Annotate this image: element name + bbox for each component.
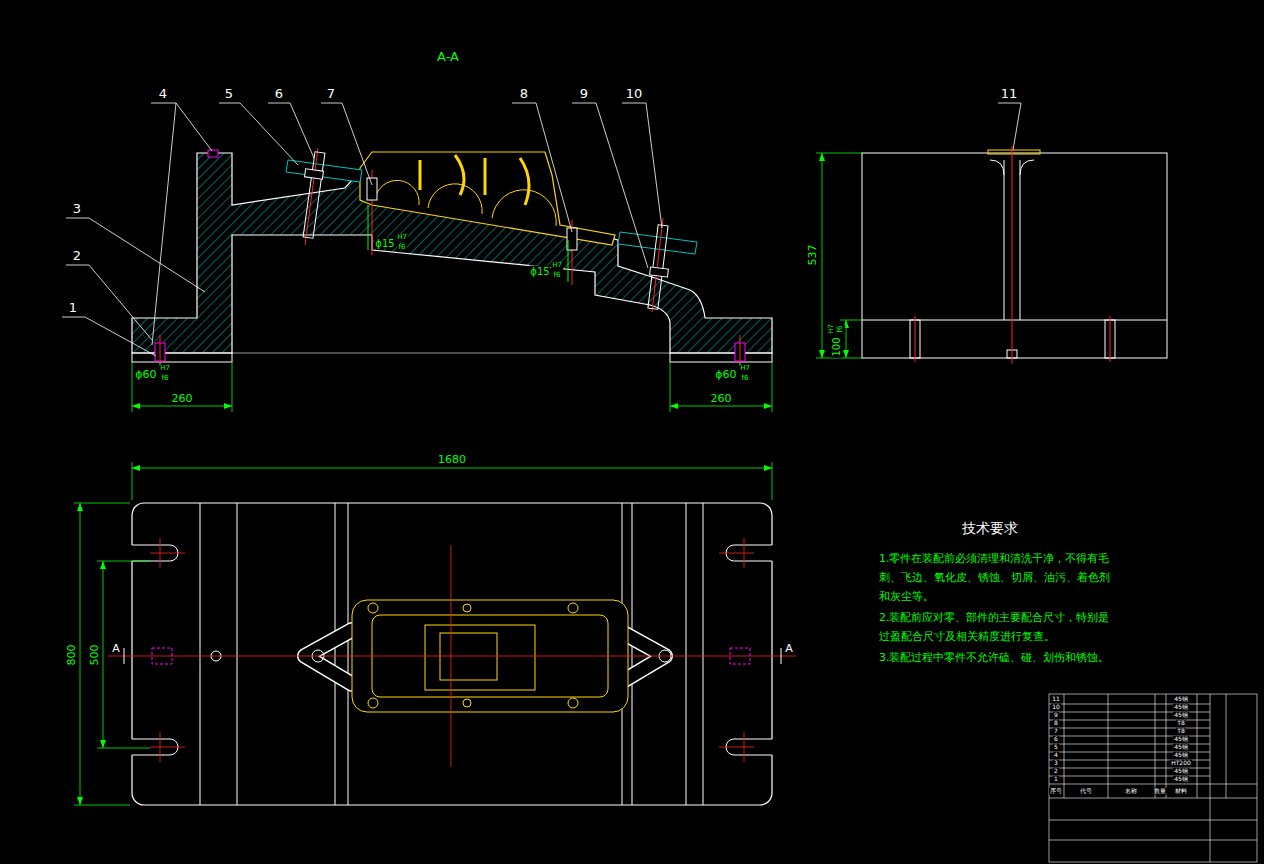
- title-block: [1049, 694, 1257, 862]
- dimension-text: A: [784, 643, 794, 655]
- technical-note: 1.零件在装配前必须清理和清洗干净，不得有毛刺、飞边、氧化皮、锈蚀、切屑、油污、…: [878, 549, 1118, 606]
- callout-number: 2: [72, 249, 82, 263]
- table-cell: 7: [1053, 728, 1059, 735]
- callout-number: 10: [625, 87, 644, 101]
- callout-number: 9: [579, 87, 589, 101]
- table-cell: 45钢: [1173, 712, 1189, 719]
- dimension-text: H7: [396, 234, 408, 242]
- table-cell: 10: [1051, 704, 1061, 711]
- dimension-text: f6: [837, 325, 845, 334]
- table-cell: 6: [1053, 736, 1059, 743]
- dimension-text: ϕ15: [529, 266, 550, 277]
- table-cell: 9: [1053, 712, 1059, 719]
- plan-view: [74, 462, 796, 805]
- dimension-text: H7: [159, 365, 171, 373]
- dimension-text: 技术要求: [961, 521, 1019, 536]
- dimension-text: H7: [828, 323, 836, 335]
- dimension-text: A-A: [436, 50, 460, 64]
- callout-number: 8: [519, 87, 529, 101]
- dimension-text: 537: [807, 244, 819, 267]
- table-cell: 3: [1053, 760, 1059, 767]
- table-cell: 45钢: [1173, 704, 1189, 711]
- dimension-text: 材料: [1174, 788, 1188, 795]
- table-cell: 1: [1053, 776, 1059, 783]
- table-cell: 45钢: [1173, 776, 1189, 783]
- dimension-text: ϕ60: [134, 369, 157, 381]
- dimension-text: 800: [66, 644, 78, 667]
- dimension-text: 100: [831, 336, 842, 357]
- table-cell: 8: [1053, 720, 1059, 727]
- callout-number: 1: [68, 301, 78, 315]
- table-cell: 45钢: [1173, 736, 1189, 743]
- dimension-text: f6: [741, 375, 750, 383]
- dimension-text: 260: [171, 393, 194, 405]
- callout-number: 5: [224, 87, 234, 101]
- dimension-text: 数量: [1153, 788, 1167, 795]
- table-cell: T8: [1176, 728, 1185, 735]
- technical-note: 3.装配过程中零件不允许磕、碰、划伤和锈蚀。: [878, 648, 1118, 667]
- table-cell: T8: [1176, 720, 1185, 727]
- callout-number: 11: [1000, 87, 1019, 101]
- dimension-text: 500: [89, 644, 101, 667]
- dimension-text: ϕ15: [374, 238, 395, 249]
- callout-number: 7: [326, 87, 336, 101]
- table-cell: 45钢: [1173, 768, 1189, 775]
- dimension-text: f6: [553, 272, 562, 280]
- dimension-text: H7: [551, 262, 563, 270]
- dimension-text: ϕ60: [714, 369, 737, 381]
- dimension-text: A: [111, 643, 121, 655]
- table-cell: 2: [1053, 768, 1059, 775]
- table-cell: 11: [1051, 696, 1061, 703]
- table-cell: 5: [1053, 744, 1059, 751]
- table-cell: 4: [1053, 752, 1059, 759]
- callout-number: 6: [274, 87, 284, 101]
- table-cell: 45钢: [1173, 744, 1189, 751]
- technical-note: 2.装配前应对零、部件的主要配合尺寸，特别是过盈配合尺寸及相关精度进行复查。: [878, 608, 1118, 646]
- dimension-text: 名称: [1124, 788, 1138, 795]
- dimension-text: f6: [161, 375, 170, 383]
- table-cell: 45钢: [1173, 696, 1189, 703]
- section-view: [62, 103, 1021, 412]
- table-cell: 45钢: [1173, 752, 1189, 759]
- side-view: [816, 146, 1167, 364]
- dimension-text: 1680: [437, 454, 467, 466]
- dimension-text: 代号: [1079, 788, 1093, 795]
- callout-number: 4: [158, 87, 168, 101]
- dimension-text: 260: [710, 393, 733, 405]
- dimension-text: f6: [398, 244, 407, 252]
- dimension-text: H7: [739, 365, 751, 373]
- callout-number: 3: [72, 202, 82, 216]
- dimension-text: 序号: [1049, 788, 1063, 795]
- table-cell: HT200: [1170, 760, 1192, 767]
